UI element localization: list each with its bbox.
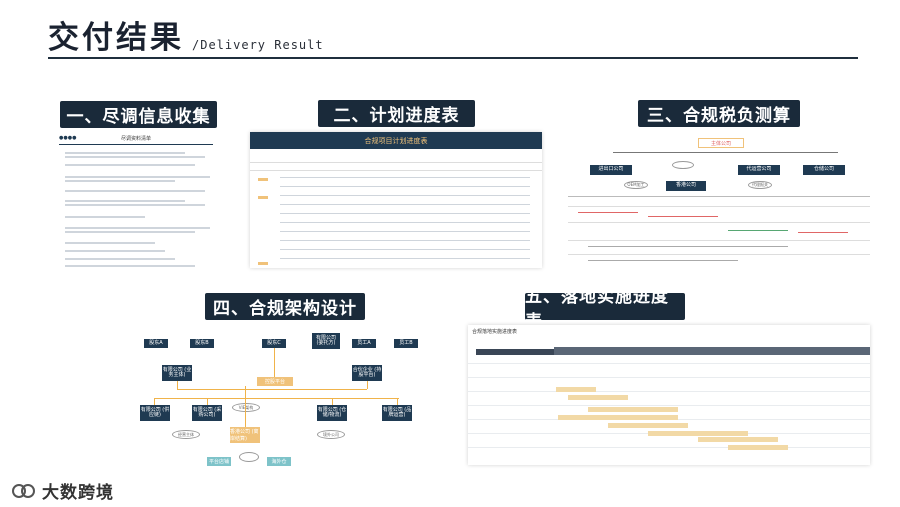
node-store: 平台店铺 (207, 457, 231, 466)
node-purchase: 有限公司 (采购公司) (192, 405, 222, 421)
node-broker: 代理报关 (748, 181, 772, 189)
thumbnail-implementation[interactable]: 合规落地实施进度表 (468, 325, 870, 465)
node-operator: 代运营公司 (738, 165, 780, 175)
node-entity: 经营主体 (172, 430, 200, 439)
thumbnail-due-diligence[interactable]: ●●●● 尽调资料清单 (55, 132, 217, 270)
brand-logo: 大数跨境 (10, 478, 114, 503)
section-label-implementation: 五、落地实施进度表 (525, 287, 685, 332)
page-title: 交付结果 (48, 20, 184, 56)
node-company-client: 有限公司 (委托方) (312, 333, 340, 349)
node-partnership: 合伙企业 (持股平台) (352, 365, 382, 381)
node-employee-b: 员工B (394, 339, 418, 348)
node-supply-chain: 有限公司 (供应链) (140, 405, 170, 421)
thumb-title: 合规落地实施进度表 (472, 329, 518, 335)
title-block: 交付结果 /Delivery Result (48, 18, 324, 58)
page-subtitle: /Delivery Result (192, 38, 324, 52)
thumbnail-architecture[interactable]: 股东A 股东B 股东C 有限公司 (委托方) 员工A 员工B 有限公司 (业务主… (132, 325, 432, 475)
title-divider (48, 57, 858, 59)
node-hk-company: 香港公司 (离岸结算) (230, 427, 260, 443)
thumb-title: 尽调资料清单 (120, 136, 151, 142)
node-overseas-warehouse: 海外仓 (267, 457, 291, 466)
section-label-architecture: 四、合规架构设计 (205, 293, 365, 320)
section-label-plan-schedule: 二、计划进度表 (318, 100, 475, 127)
node-hk: 香港公司 (666, 181, 706, 191)
node-shareholder-a: 股东A (144, 339, 168, 348)
brand-name: 大数跨境 (42, 483, 114, 503)
logo-icon (12, 483, 35, 498)
node-shareholder-b: 股东B (190, 339, 214, 348)
node-brand: 有限公司 (品牌运营) (382, 405, 412, 421)
node-company-business: 有限公司 (业务主体) (162, 365, 192, 381)
section-label-tax-calculation: 三、合规税负测算 (638, 100, 800, 127)
node-employee-a: 员工A (352, 339, 376, 348)
node-vie: VIE架构 (232, 403, 260, 412)
node-warehouse: 仓储公司 (803, 165, 845, 175)
thumb-title: 合规项目计划进度表 (364, 136, 428, 145)
node-logistics: 有限公司 (仓储/物流) (317, 405, 347, 421)
node-holding: 控股平台 (257, 377, 293, 386)
node-main: 主体公司 (698, 138, 744, 148)
node-oem: OEM加工 (624, 181, 648, 189)
thumbnail-tax-calculation[interactable]: 主体公司 进出口公司 代运营公司 仓储公司 OEM加工 香港公司 代理报关 (568, 130, 870, 270)
section-label-due-diligence: 一、尽调信息收集 (60, 101, 217, 128)
node-shareholder-c: 股东C (262, 339, 286, 348)
thumb-brand: ●●●● (59, 135, 77, 141)
node-import-export: 进出口公司 (590, 165, 632, 175)
thumbnail-plan-schedule[interactable]: 合规项目计划进度表 (250, 132, 542, 268)
node-overseas: 境外公司 (317, 430, 345, 439)
